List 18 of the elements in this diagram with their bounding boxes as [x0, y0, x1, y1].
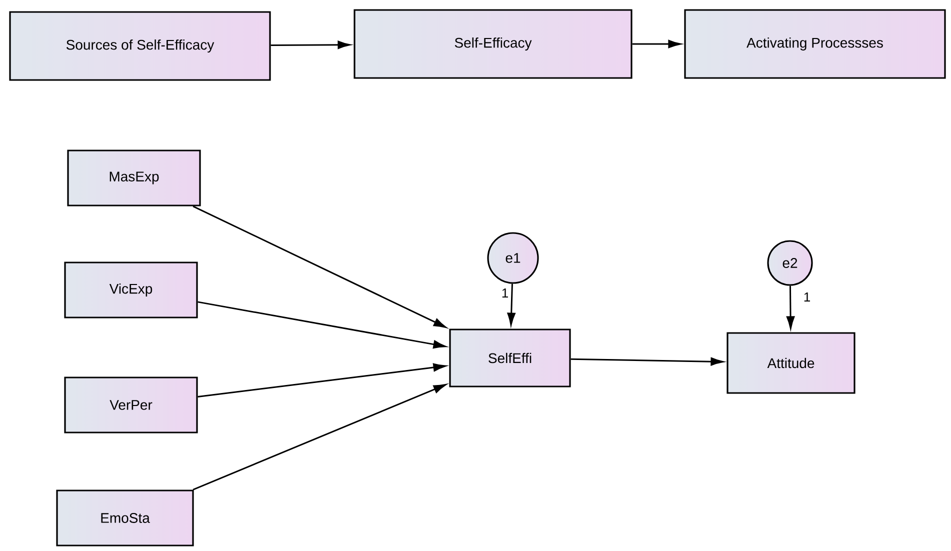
edge-label: 1: [500, 288, 510, 298]
variable-box: Self-Efficacy: [354, 9, 632, 79]
arrow: [507, 284, 516, 326]
arrow: [192, 206, 446, 328]
arrow: [198, 363, 446, 398]
variable-box: EmoSta: [56, 490, 194, 546]
variable-box: Activating Processses: [684, 9, 946, 79]
variable-box: MasExp: [67, 150, 201, 206]
arrow: [198, 301, 446, 348]
arrow: [192, 384, 446, 490]
variable-box: VicExp: [64, 262, 198, 318]
arrow: [632, 40, 681, 48]
variable-box: VerPer: [64, 376, 198, 434]
edge-label: 1: [802, 292, 812, 302]
variable-box: Attitude: [726, 332, 856, 394]
variable-box: SelfEffi: [449, 328, 571, 388]
variable-box: Sources of Self-Efficacy: [9, 11, 271, 81]
arrow: [570, 357, 724, 366]
